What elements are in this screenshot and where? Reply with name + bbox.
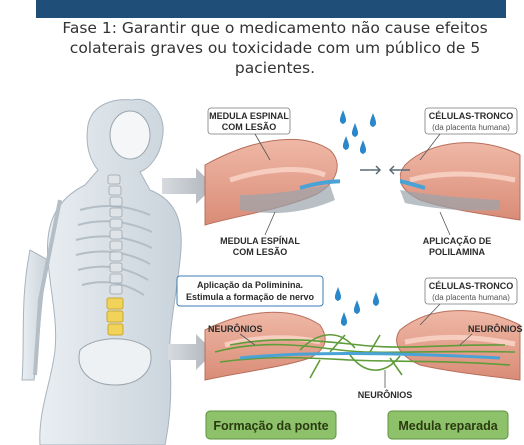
label-injured-bottom-2: COM LESÃO	[233, 247, 288, 257]
neural-bridge	[214, 334, 516, 379]
drop-icon	[359, 140, 367, 154]
drop-icon	[369, 113, 377, 127]
label-stem-cells-bottom-sub: (da placenta humana)	[432, 293, 510, 302]
label-neurons-right: NEURÔNIOS	[468, 323, 523, 334]
header-bar	[36, 0, 506, 18]
drop-icon	[339, 110, 347, 124]
label-injured-bottom-1: MEDULA ESPÍNAL	[220, 236, 300, 246]
label-neurons-left: NEURÔNIOS	[208, 323, 263, 334]
label-neurons-bottom: NEURÔNIOS	[358, 389, 413, 400]
phase-caption: Fase 1: Garantir que o medicamento não c…	[62, 19, 488, 77]
repaired-cord-label: Medula reparada	[398, 419, 498, 433]
label-application-1: APLICAÇÃO DE	[423, 236, 492, 246]
drop-icon	[340, 312, 348, 326]
bottom-panel: Aplicação da Poliminina. Estimula a form…	[176, 275, 523, 400]
label-stem-cells-bottom: CÉLULAS-TRONCO	[429, 281, 514, 291]
top-panel: MEDULA ESPINAL COM LESÃO CÉLULAS-TRONCO …	[204, 107, 521, 257]
label-injured-top-1: MEDULA ESPINAL	[209, 111, 289, 121]
human-body-figure	[21, 98, 182, 445]
drop-icon	[372, 292, 380, 306]
label-injured-top-2: COM LESÃO	[222, 122, 277, 132]
drop-icon	[353, 300, 361, 314]
lesion-highlight	[106, 297, 124, 336]
arrow-top	[162, 168, 214, 204]
drop-icon	[342, 136, 350, 150]
label-stem-cells-top-sub: (da placenta humana)	[432, 123, 510, 132]
drop-icon	[351, 123, 359, 137]
label-stem-cells-top: CÉLULAS-TRONCO	[429, 111, 514, 121]
label-polilaminina-1: Aplicação da Poliminina.	[197, 280, 303, 290]
bridge-formation-label: Formação da ponte	[213, 419, 328, 433]
arrow-bottom	[168, 334, 214, 370]
bridge-formation-button[interactable]: Formação da ponte	[205, 410, 337, 440]
drop-icon	[334, 287, 342, 301]
repaired-cord-button[interactable]: Medula reparada	[387, 410, 509, 440]
label-application-2: POLILAMINA	[429, 247, 485, 257]
label-polilaminina-2: Estimula a formação de nervo	[186, 292, 315, 302]
